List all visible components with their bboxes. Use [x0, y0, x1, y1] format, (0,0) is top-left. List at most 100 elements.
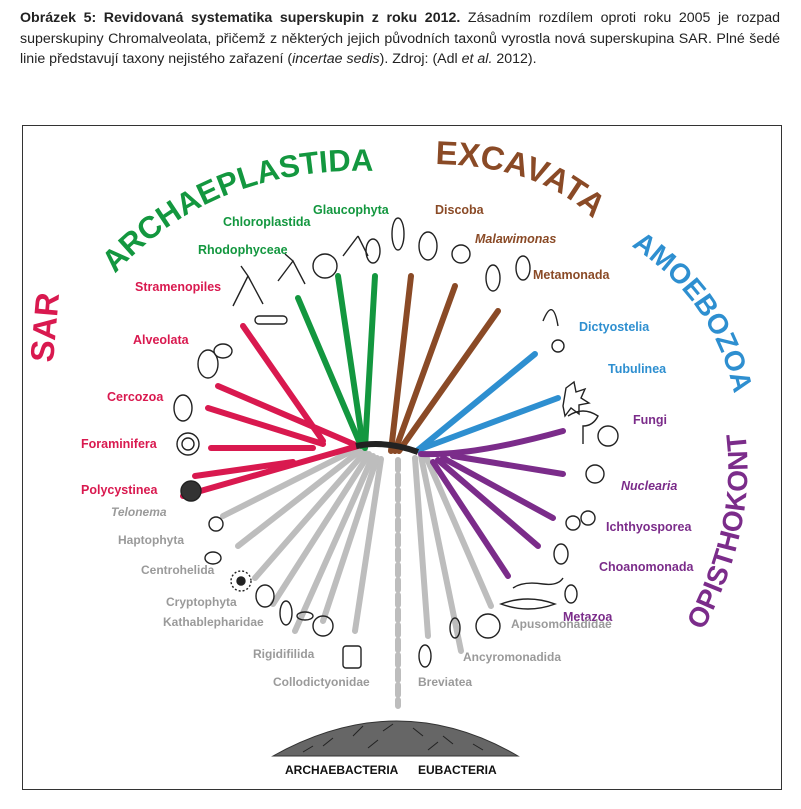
rhodophyceae-alga-icon: [277, 253, 306, 285]
polycystinea-radiolarian-icon: [180, 480, 202, 502]
taxon-breviatea: Breviatea: [418, 675, 472, 689]
taxon-stramenopiles: Stramenopiles: [135, 280, 221, 294]
dictyostelia-spore-icon: [551, 339, 565, 353]
opisthokonta-branches: [418, 428, 566, 579]
amoebozoa-branches: [415, 351, 561, 453]
taxon-discoba: Discoba: [435, 203, 485, 217]
taxon-cryptophyta: Cryptophyta: [166, 595, 237, 609]
branch-chloroplastida: [335, 273, 366, 449]
taxon-alveolata: Alveolata: [133, 333, 190, 347]
kathablepharidae-cell-icon: [279, 600, 293, 626]
taxon-nuclearia: Nuclearia: [621, 479, 677, 493]
branch-tubulinea: [415, 395, 561, 453]
archaeplastida-branches: [295, 273, 378, 451]
taxon-tubulinea: Tubulinea: [608, 362, 667, 376]
taxon-ancyromonadida: Ancyromonadida: [463, 650, 561, 664]
taxon-centrohelida: Centrohelida: [141, 563, 215, 577]
branch-collodictyonidae: [352, 456, 384, 634]
branch-ichthyosporea: [440, 455, 556, 521]
branch-choanomonada: [435, 457, 541, 549]
nuclearia-cell-icon: [585, 464, 605, 484]
metamonada-flagellate-icon: [515, 255, 531, 281]
branch-fungi: [418, 428, 566, 458]
branch-apusomonadidae: [422, 451, 494, 609]
malawimonas-cell-icon: [451, 244, 471, 264]
breviatea-cell-icon: [418, 644, 432, 668]
branch-breviatea: [412, 455, 431, 639]
taxon-kathablepharidae: Kathablepharidae: [163, 615, 264, 629]
discoba-euglena-icon: [391, 217, 405, 251]
tubulinea-amoeba-icon: [562, 380, 591, 418]
foraminifera-shell-icon: [176, 432, 200, 456]
organism-icons: [173, 217, 619, 669]
haptophyta-cell-icon: [204, 551, 222, 565]
opisthokonta-taxa: Fungi Nuclearia Ichthyosporea Choanomona…: [563, 413, 694, 624]
caption-text-2: ). Zdroj: (Adl: [379, 51, 462, 67]
root-archaebacteria: ARCHAEBACTERIA: [285, 763, 399, 777]
caption-label: Obrázek 5: Revidovaná systematika supers…: [20, 10, 461, 26]
excavata-branches: [388, 273, 501, 454]
metamonada-giardia-icon: [485, 264, 501, 292]
taxon-collodictyonidae: Collodictyonidae: [273, 675, 370, 689]
branch-alveolata: [215, 383, 361, 449]
metazoa-fish-icon: [498, 598, 558, 610]
root-labels: ARCHAEBACTERIA EUBACTERIA: [285, 763, 497, 777]
sar-taxa: Stramenopiles Alveolata Cercozoa Foramin…: [81, 280, 221, 497]
cercozoa-cell-icon: [173, 394, 193, 422]
branch-cryptophyta: [270, 451, 372, 607]
bacteria-texture: [302, 723, 484, 753]
cryptophyta-cell-icon: [255, 584, 275, 608]
telonema-cell-icon: [208, 516, 224, 532]
branch-cercozoa: [205, 405, 326, 447]
discoba-cell-icon: [418, 231, 438, 261]
figure-caption: Obrázek 5: Revidovaná systematika supers…: [20, 8, 780, 70]
glaucophyta-cell-icon: [365, 238, 381, 264]
choanomonada-cell-icon: [553, 543, 569, 565]
dictyostelia-stalk-icon: [542, 309, 559, 327]
branch-discoba: [388, 273, 414, 454]
branch-malawimonas: [392, 283, 458, 454]
fungi-yeast-icon: [597, 425, 619, 447]
caption-text-3: 2012).: [492, 51, 537, 67]
sar-branches: [180, 323, 361, 499]
taxon-rhodophyceae: Rhodophyceae: [198, 243, 288, 257]
incertae-taxa: Telonema Haptophyta Centrohelida Cryptop…: [111, 505, 612, 689]
branch-kathablepharidae: [292, 453, 376, 634]
caption-italic-1: incertae sedis: [292, 51, 380, 67]
branch-dictyostelia: [415, 351, 538, 453]
ancyromonadida-cell-icon: [449, 617, 461, 639]
taxon-polycystinea: Polycystinea: [81, 483, 158, 497]
taxon-chloroplastida: Chloroplastida: [223, 215, 312, 229]
tree-of-life-diagram: SAR ARCHAEPLASTIDA EXCAVATA AMOEBOZOA OP…: [13, 101, 759, 777]
stramenopiles-diatom-icon: [254, 315, 288, 325]
alveolata-ciliate-icon: [213, 343, 233, 359]
incertae-branches: [220, 445, 494, 709]
caption-italic-2: et al.: [461, 51, 493, 67]
supergroup-sar: SAR: [23, 291, 66, 364]
branch-nuclearia: [450, 453, 566, 477]
branch-polycystinea: [180, 443, 361, 499]
branch-glaucophyta: [362, 273, 378, 451]
alveolata-cell-icon: [197, 349, 219, 379]
branch-stramenopiles: [240, 323, 326, 444]
rigidifilida-cell-icon: [312, 615, 334, 637]
metazoa-worm-icon: [512, 577, 564, 589]
collodictyonidae-cell-icon: [342, 645, 362, 669]
ichthyosporea-cell-icon: [565, 515, 581, 531]
branch-metamonada: [396, 308, 501, 454]
branch-rhodophyceae: [295, 295, 364, 449]
branch-telonema: [220, 445, 361, 519]
taxon-metamonada: Metamonada: [533, 268, 610, 282]
archaeplastida-taxa: Rhodophyceae Chloroplastida Glaucophyta: [198, 203, 390, 257]
taxon-cercozoa: Cercozoa: [107, 390, 164, 404]
taxon-glaucophyta: Glaucophyta: [313, 203, 390, 217]
taxon-ichthyosporea: Ichthyosporea: [606, 520, 692, 534]
taxon-haptophyta: Haptophyta: [118, 533, 184, 547]
taxon-apusomonadidae: Apusomonadidae: [511, 617, 612, 631]
branch-centrohelida: [252, 449, 368, 581]
root-bar: [355, 441, 420, 455]
taxon-metazoa: Metazoa: [563, 610, 613, 624]
rigidifilida-small-icon: [296, 611, 314, 621]
root-eubacteria: EUBACTERIA: [418, 763, 497, 777]
metazoa-beetle-icon: [564, 584, 578, 604]
